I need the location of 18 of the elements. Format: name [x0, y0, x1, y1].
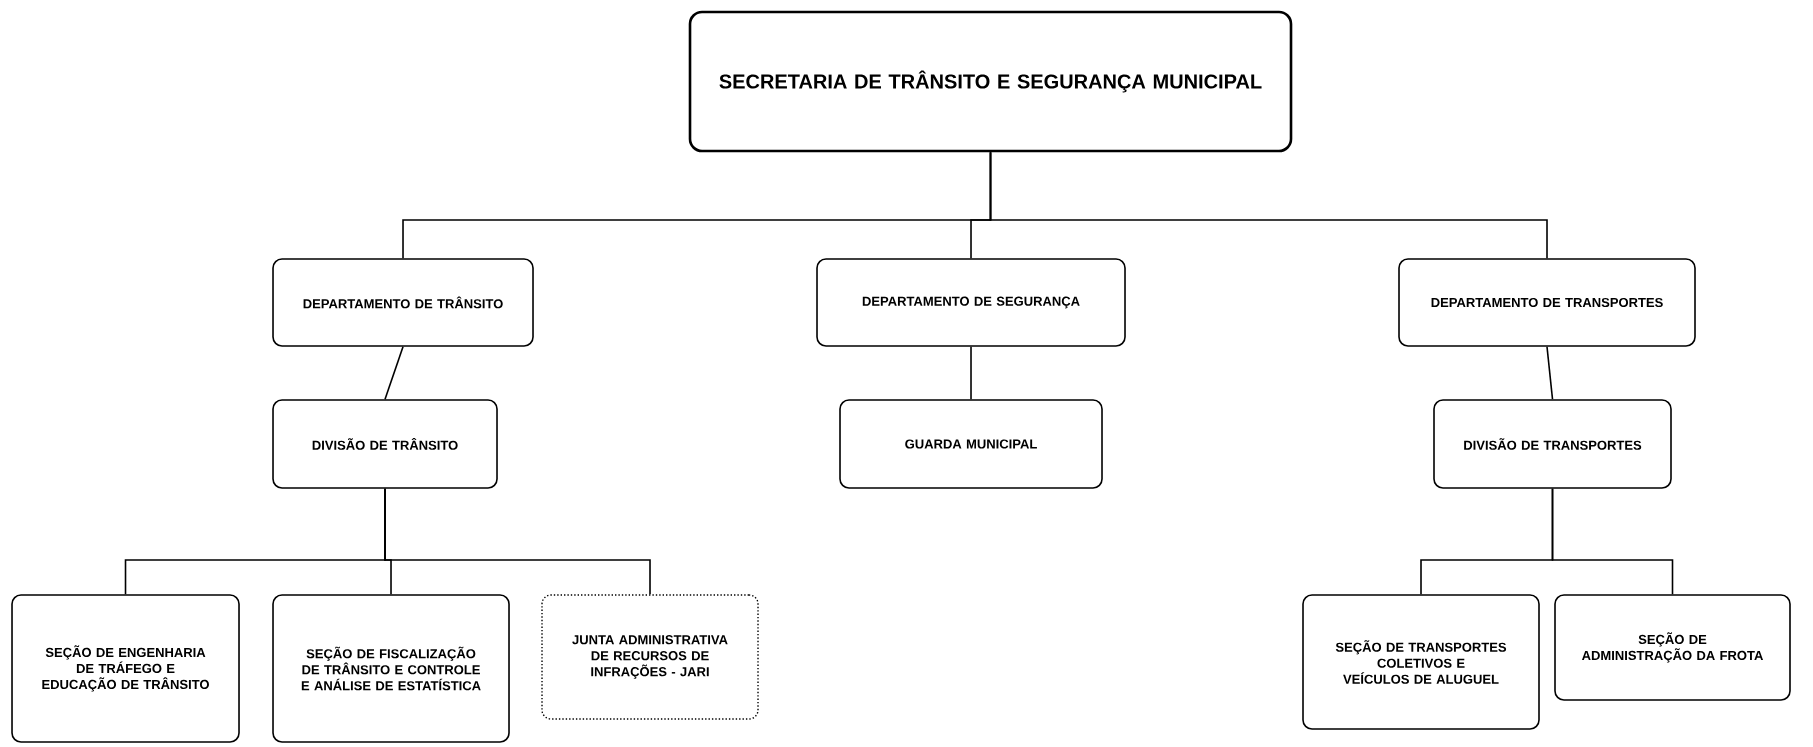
org-box: SEÇÃO DE FISCALIZAÇÃO DE TRÂNSITO E CONTROLE E ANÁLISE DE ESTATÍSTICA	[272, 594, 510, 743]
connector-line	[989, 151, 1548, 259]
org-box: DEPARTAMENTO DE SEGURANÇA	[816, 258, 1126, 347]
org-box: DEPARTAMENTO DE TRANSPORTES	[1398, 258, 1696, 347]
connector-line	[970, 346, 972, 400]
org-box: DEPARTAMENTO DE TRÂNSITO	[272, 258, 534, 347]
org-box: GUARDA MUNICIPAL	[839, 399, 1103, 489]
org-box: DIVISÃO DE TRANSPORTES	[1433, 399, 1672, 489]
org-box: SEÇÃO DE ENGENHARIA DE TRÁFEGO E EDUCAÇÃO DE TRÂNSITO	[11, 594, 240, 743]
connector-line	[384, 488, 651, 596]
dotted-box: JUNTA ADMINISTRATIVA DE RECURSOS DE INFRAÇÕES - JARI	[541, 594, 759, 720]
connector-line	[1546, 346, 1554, 400]
org-box: SEÇÃO DE TRANSPORTES COLETIVOS E VEÍCULOS DE ALUGUEL	[1302, 594, 1540, 730]
org-box: DIVISÃO DE TRÂNSITO	[272, 399, 498, 489]
title-box: SECRETARIA DE TRÂNSITO E SEGURANÇA MUNICIPAL	[688, 10, 1293, 153]
connector-line	[384, 346, 404, 400]
org-box: SEÇÃO DE ADMINISTRAÇÃO DA FROTA	[1554, 594, 1791, 701]
connector-line	[1551, 488, 1674, 595]
